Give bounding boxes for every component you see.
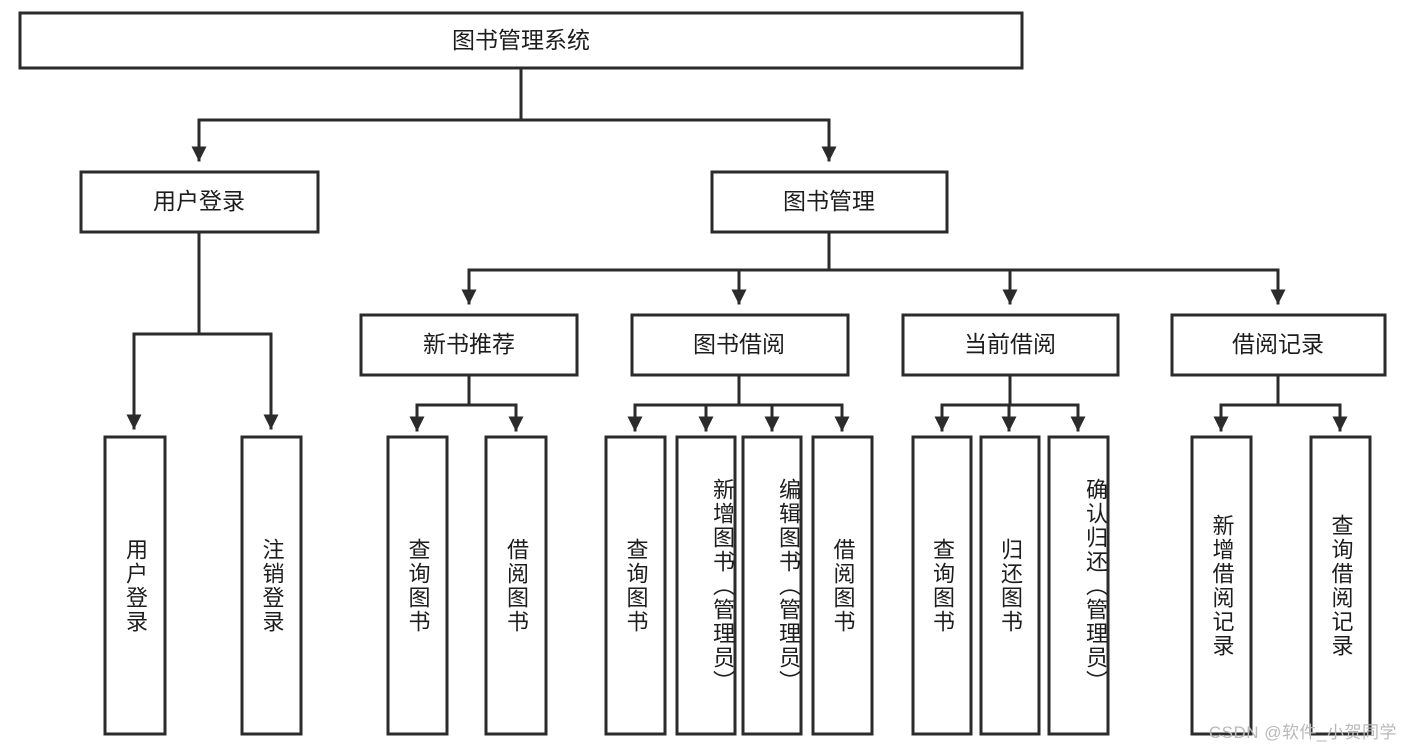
node-box-leaf-add-record[interactable] (1190, 435, 1253, 736)
node-box-borrow-record[interactable] (1170, 313, 1387, 377)
node-label-book-borrow: 图书借阅 (693, 331, 785, 357)
node-label-new-book-recommend: 新书推荐 (423, 331, 515, 357)
edges-root-to-level2 (191, 66, 837, 162)
node-box-leaf-return-book[interactable] (979, 435, 1041, 736)
node-box-leaf-confirm-return[interactable] (1047, 435, 1110, 736)
watermark-text: CSDN @软件_小贺同学 (1208, 723, 1397, 742)
node-box-leaf-edit-book[interactable] (741, 435, 803, 736)
node-label-borrow-record: 借阅记录 (1232, 331, 1324, 357)
node-box-current-borrow[interactable] (901, 313, 1120, 377)
node-box-book-management[interactable] (710, 170, 949, 234)
node-box-book-borrow[interactable] (630, 313, 850, 377)
node-label-root: 图书管理系统 (452, 27, 590, 53)
node-label-current-borrow: 当前借阅 (964, 331, 1056, 357)
node-box-leaf-borrow-book-2[interactable] (811, 435, 874, 736)
edges-book-borrow-to-leaves (627, 373, 850, 432)
node-box-new-book-recommend[interactable] (359, 313, 579, 377)
node-boxes (18, 11, 1387, 736)
node-box-leaf-query-book-2[interactable] (604, 435, 667, 736)
node-box-leaf-query-book-3[interactable] (911, 435, 973, 736)
edges-borrow-record-to-leaves (1213, 373, 1348, 432)
node-box-user-login[interactable] (79, 170, 320, 234)
node-box-leaf-user-login[interactable] (103, 435, 167, 736)
edges-new-book-recommend-to-leaves (409, 373, 524, 432)
node-label-user-login: 用户登录 (153, 188, 245, 214)
node-box-leaf-add-book[interactable] (675, 435, 737, 736)
node-box-leaf-query-book-1[interactable] (386, 435, 449, 736)
edges-current-borrow-to-leaves (934, 373, 1086, 432)
edges-user-login-to-leaves (126, 230, 279, 430)
node-label-book-management: 图书管理 (783, 188, 875, 214)
edges-book-management-to-level3 (461, 230, 1286, 305)
node-box-leaf-query-record[interactable] (1309, 435, 1372, 736)
node-labels-horizontal: 图书管理系统 用户登录 图书管理 新书推荐 图书借阅 当前借阅 借阅记录 (153, 27, 1324, 357)
node-box-leaf-borrow-book-1[interactable] (484, 435, 548, 736)
node-box-leaf-user-logout[interactable] (240, 435, 303, 736)
node-box-root[interactable] (18, 11, 1024, 70)
